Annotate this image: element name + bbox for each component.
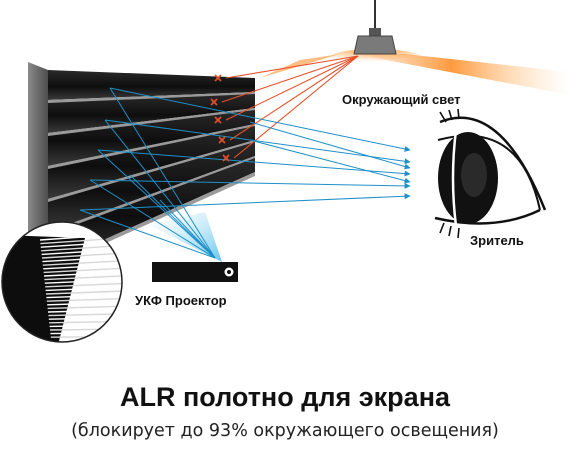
magnified-ridge	[44, 278, 122, 284]
diagram-title: ALR полотно для экрана	[120, 382, 451, 412]
blocked-x-mark	[218, 136, 226, 144]
ambient-light-rays	[221, 55, 359, 159]
screen-slat	[48, 94, 255, 133]
projector-light-rays	[79, 87, 216, 259]
magnified-ridge	[43, 271, 122, 277]
magnified-ridge	[41, 252, 122, 259]
magnified-ridge	[49, 328, 122, 331]
reflected-ray	[104, 119, 411, 165]
magnified-ridge	[44, 275, 122, 281]
magnified-ridge	[50, 332, 122, 335]
projector-ray	[159, 199, 216, 259]
reflected-ray	[89, 179, 411, 189]
projector-label: УКФ Проектор	[135, 293, 227, 308]
projector-ray	[79, 209, 216, 259]
eye-icon	[434, 108, 547, 239]
blocked-x-mark	[222, 154, 230, 162]
projector-ray	[89, 179, 216, 259]
ambient-ray	[229, 55, 359, 141]
magnified-ridge	[43, 263, 122, 270]
magnified-ridge	[45, 282, 122, 288]
magnified-ridge	[47, 301, 122, 306]
viewer-label: Зритель	[470, 233, 524, 248]
magnified-ridge	[45, 286, 122, 292]
magnified-ridge	[47, 305, 122, 310]
magnified-ridge	[41, 248, 122, 256]
reflected-ray	[79, 193, 411, 211]
blocked-x-icon	[210, 74, 230, 162]
magnified-ridge	[42, 256, 122, 263]
blocked-x-mark	[214, 74, 222, 82]
reflected-ray	[97, 149, 411, 177]
projector-ray	[104, 119, 216, 259]
projector-ray	[97, 149, 216, 259]
magnified-ridge	[43, 267, 122, 274]
blocked-x-mark	[210, 98, 218, 106]
magnified-ridge	[45, 290, 122, 295]
screen-slat	[48, 126, 255, 199]
blocked-x-mark	[214, 116, 222, 124]
magnified-ridge	[42, 259, 122, 266]
projector-ray	[129, 174, 216, 259]
projector-ray	[109, 87, 216, 259]
reflected-ray	[249, 139, 411, 184]
ambient-ray	[221, 55, 359, 103]
reflected-ray	[109, 87, 411, 152]
projector-beam	[150, 212, 222, 262]
reflected-rays-to-viewer	[79, 87, 411, 211]
ambient-ray	[225, 55, 359, 121]
screen-slat	[48, 70, 255, 100]
reflected-ray	[249, 121, 411, 170]
ambient-ray	[225, 55, 359, 79]
ambient-light-glow	[260, 49, 570, 95]
magnified-ridge	[47, 309, 122, 313]
diagram-subtitle: (блокирует до 93% окружающего освещения)	[71, 421, 499, 441]
projector-icon	[152, 262, 238, 282]
magnified-ridge	[46, 297, 122, 302]
magnified-ridge	[46, 294, 122, 299]
ambient-light-label: Окружающий свет	[342, 92, 461, 107]
ceiling-lamp-icon	[353, 0, 397, 55]
